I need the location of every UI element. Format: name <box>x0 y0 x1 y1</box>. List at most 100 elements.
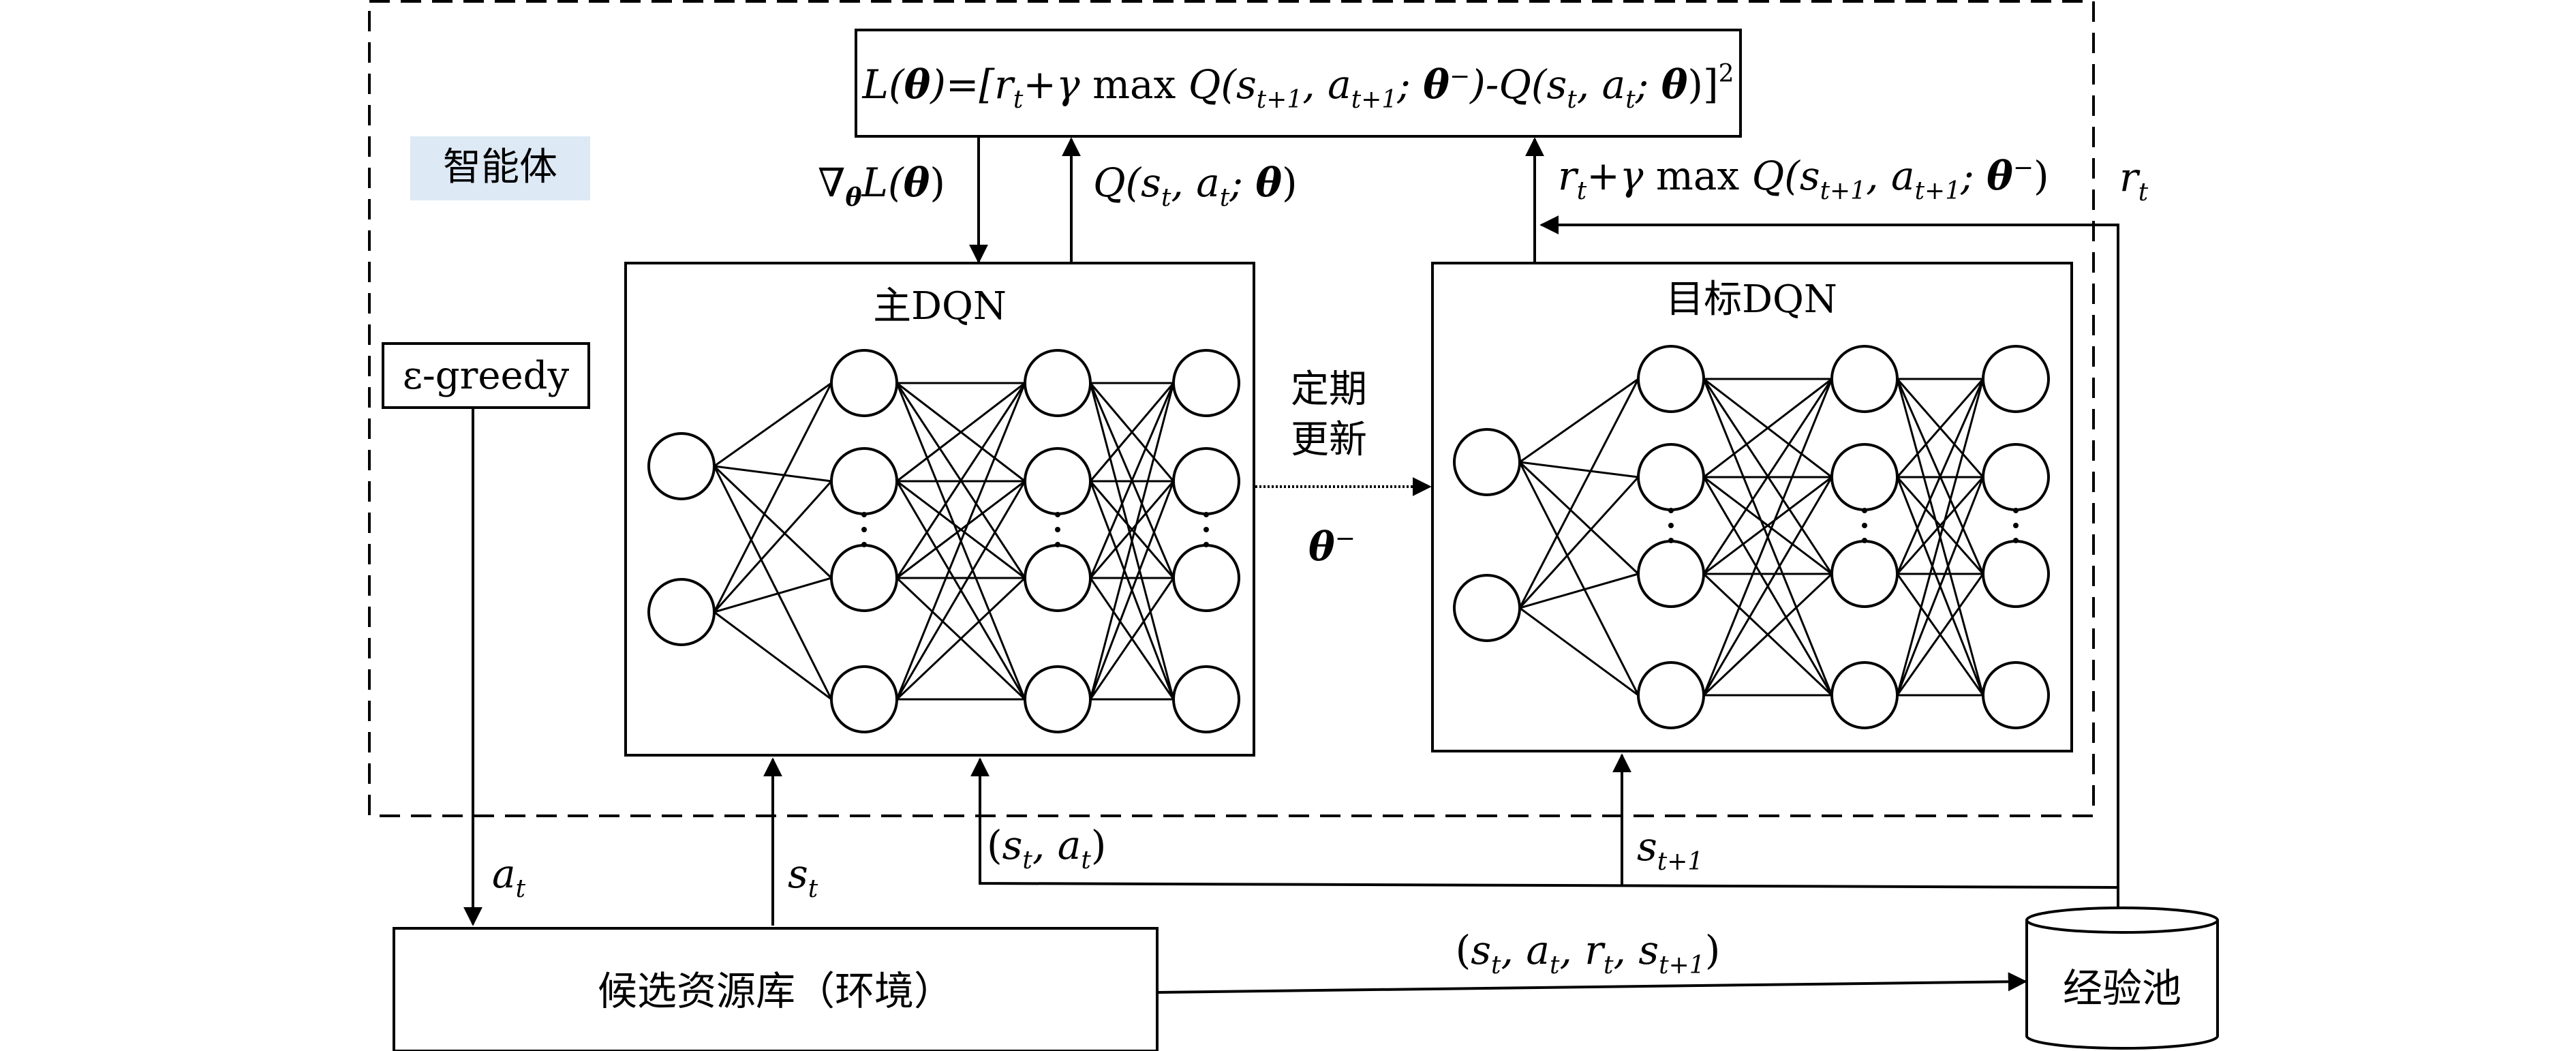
main-dqn-connection <box>896 480 1026 579</box>
main-dqn-connection <box>714 577 832 613</box>
target-dqn-box <box>1431 262 2073 752</box>
main-dqn-connection <box>713 480 833 613</box>
main-dqn-neuron <box>830 544 898 612</box>
main-dqn-connection <box>713 382 833 613</box>
main-dqn-connection <box>1089 481 1175 579</box>
target-dqn-connection <box>1896 476 1984 575</box>
main-dqn-title: 主DQN <box>873 284 1007 329</box>
main-dqn-connection <box>1089 382 1175 482</box>
target-dqn-ellipsis-dot <box>1668 508 1674 513</box>
main-dqn-ellipsis-dot <box>1055 542 1060 547</box>
main-dqn-connection <box>1089 382 1175 700</box>
main-dqn-neuron <box>830 447 898 515</box>
main-dqn-connection <box>1089 481 1175 700</box>
main-dqn-neuron <box>647 578 716 646</box>
target-dqn-ellipsis-dot <box>2013 508 2019 513</box>
main-dqn-connection <box>714 611 832 701</box>
target-dqn-neuron <box>1982 540 2050 608</box>
main-dqn-connection <box>896 382 1026 483</box>
target-dqn-connection <box>1702 476 1833 696</box>
epsilon-greedy-box <box>382 342 590 409</box>
environment-box <box>393 927 1159 1051</box>
main-dqn-ellipsis-dot <box>1055 527 1060 532</box>
target-dqn-connection <box>1518 476 1640 609</box>
epsilon-greedy-label: ε-greedy <box>403 354 570 398</box>
replay-pool-label: 经验池 <box>2063 965 2181 1011</box>
target-dqn-neuron <box>1637 661 1705 729</box>
main-dqn-connection <box>1089 577 1175 700</box>
target-dqn-connection <box>1896 378 1984 696</box>
q-main-label: Q(st, at; θ) <box>1093 159 1298 212</box>
target-dqn-connection <box>1519 378 1639 463</box>
transition-arrow <box>1158 972 2027 994</box>
main-dqn-ellipsis-dot <box>861 512 867 517</box>
target-dqn-neuron <box>1982 661 2050 729</box>
target-dqn-neuron <box>1637 540 1705 608</box>
main-dqn-neuron <box>1024 544 1092 612</box>
main-dqn-connection <box>895 577 1026 701</box>
main-dqn-connection <box>714 465 832 483</box>
main-dqn-connection <box>713 466 833 700</box>
main-dqn-connection <box>1089 382 1175 579</box>
target-dqn-network <box>1453 345 2050 729</box>
state-label: st <box>788 851 818 903</box>
target-dqn-connection <box>1896 573 1984 696</box>
next-state-label: st+1 <box>1637 823 1703 876</box>
reward-arrow <box>1539 215 2119 907</box>
target-dqn-connection <box>1896 378 1984 575</box>
target-dqn-connection <box>1702 573 1833 697</box>
target-dqn-ellipsis-dot <box>2013 523 2019 528</box>
target-dqn-connection <box>1519 607 1639 697</box>
target-dqn-ellipsis-dot <box>1862 523 1867 528</box>
target-dqn-neuron <box>1637 443 1705 511</box>
main-dqn-ellipsis-dot <box>1055 512 1060 517</box>
target-dqn-ellipsis-dot <box>1668 538 1674 543</box>
target-dqn-neuron <box>1830 345 1899 413</box>
main-dqn-connection <box>895 382 1026 700</box>
main-dqn-neuron <box>830 349 898 417</box>
main-dqn-connection <box>895 481 1026 700</box>
target-dqn-title: 目标DQN <box>1666 277 1837 322</box>
main-dqn-neuron <box>830 665 898 733</box>
main-dqn-network <box>647 349 1240 733</box>
target-dqn-ellipsis-dot <box>1862 538 1867 543</box>
target-dqn-neuron <box>1830 443 1899 511</box>
main-dqn-ellipsis-dot <box>861 527 867 532</box>
update-label-line1: 定期 <box>1291 367 1367 412</box>
agent-boundary <box>368 0 2095 817</box>
main-dqn-connection <box>714 382 832 468</box>
target-dqn-ellipsis-dot <box>1862 508 1867 513</box>
main-dqn-neuron <box>1172 349 1240 417</box>
target-dqn-connection <box>1703 476 1833 575</box>
transition-label: (st, at, rt, st+1) <box>1456 927 1721 979</box>
target-dqn-ellipsis-dot <box>1668 523 1674 528</box>
main-dqn-connection <box>895 382 1026 579</box>
target-dqn-connection <box>1703 378 1833 478</box>
reward-label: rt <box>2119 154 2149 207</box>
agent-label-bg <box>410 136 590 200</box>
main-dqn-ellipsis-dot <box>861 542 867 547</box>
target-dqn-neuron <box>1982 345 2050 413</box>
target-dqn-connection <box>1702 378 1833 696</box>
main-dqn-neuron <box>1024 349 1092 417</box>
target-dqn-connection <box>1702 378 1833 575</box>
target-dqn-neuron <box>1830 540 1899 608</box>
target-dqn-neuron <box>1982 443 2050 511</box>
state-action-label: (st, at) <box>987 822 1106 874</box>
target-q-label: rt+γ max Q(st+1, at+1; θ−) <box>1558 153 2049 205</box>
main-dqn-neuron <box>1172 447 1240 515</box>
target-dqn-connection <box>1519 573 1639 609</box>
loss-function-box <box>855 29 1742 138</box>
action-label: at <box>492 851 526 903</box>
main-dqn-ellipsis-dot <box>1203 542 1209 547</box>
target-dqn-connection <box>1519 461 1639 478</box>
target-dqn-neuron <box>1453 428 1521 496</box>
replay-pool-cylinder <box>2025 907 2219 1050</box>
main-dqn-neuron <box>1024 447 1092 515</box>
main-dqn-ellipsis-dot <box>1203 512 1209 517</box>
target-dqn-neuron <box>1637 345 1705 413</box>
environment-label: 候选资源库（环境） <box>598 968 953 1014</box>
main-dqn-box <box>624 262 1255 757</box>
